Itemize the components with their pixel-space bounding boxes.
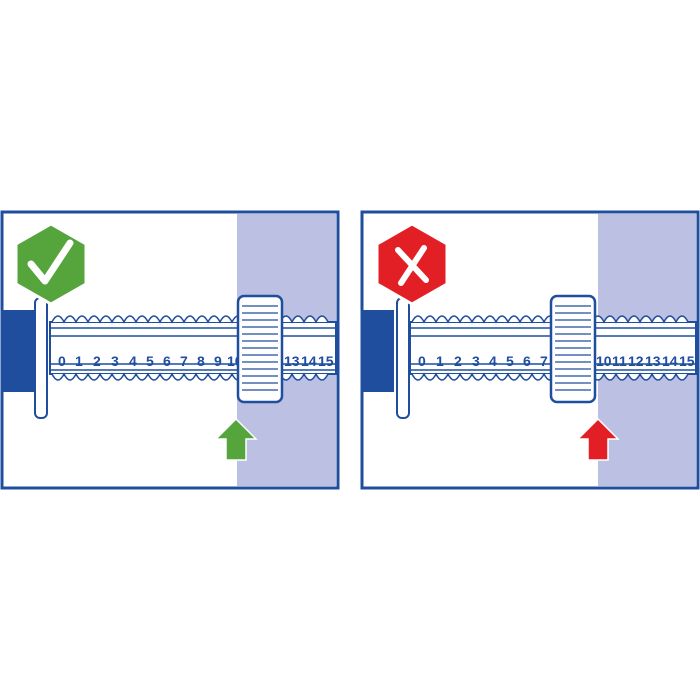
scale-strip — [49, 315, 337, 381]
scale-number: 10 — [596, 353, 612, 369]
up-arrow-icon — [214, 417, 258, 461]
mounting-block — [2, 310, 34, 392]
scale-number: 4 — [129, 353, 137, 369]
scale-number: 0 — [58, 353, 66, 369]
checkmark-icon — [27, 239, 74, 285]
scale-number: 0 — [418, 353, 426, 369]
incorrect-badge — [375, 222, 449, 306]
scale-number: 5 — [146, 353, 154, 369]
scale-number: 8 — [197, 353, 205, 369]
scale-number: 1 — [436, 353, 444, 369]
scale-number: 1 — [75, 353, 83, 369]
scale-number: 4 — [489, 353, 497, 369]
scale-number: 11 — [612, 353, 627, 369]
scale-number: 14 — [662, 353, 678, 369]
strip-top-teeth — [51, 315, 329, 324]
scale-number: 2 — [454, 353, 462, 369]
strip-lines — [50, 327, 336, 371]
mounting-block — [362, 310, 394, 392]
correct-badge — [14, 222, 88, 306]
scale-number: 3 — [472, 353, 480, 369]
panel-correct: 0 1 2 3 4 5 6 7 8 9 10 13 14 15 — [0, 210, 340, 490]
strip-bottom-teeth — [51, 372, 329, 381]
adjustment-sleeve — [236, 294, 284, 404]
scale-number: 7 — [540, 353, 548, 369]
up-arrow-icon — [576, 417, 620, 461]
scale-number: 12 — [628, 353, 644, 369]
scale-number: 6 — [163, 353, 171, 369]
scale-number: 15 — [318, 353, 334, 369]
panel-incorrect: 0 1 2 3 4 5 6 7 10 11 12 13 14 15 — [360, 210, 700, 490]
scale-number: 15 — [679, 353, 695, 369]
scale-number: 6 — [523, 353, 531, 369]
scale-number: 14 — [301, 353, 317, 369]
scale-number: 13 — [645, 353, 661, 369]
signpost-pole — [396, 297, 410, 419]
scale-number: 7 — [180, 353, 188, 369]
scale-number: 2 — [93, 353, 101, 369]
panel-border — [360, 210, 700, 490]
scale-number: 13 — [284, 353, 300, 369]
scale-numbers: 0 1 2 3 4 5 6 7 10 11 12 13 14 15 — [418, 353, 695, 369]
cross-icon — [395, 245, 429, 286]
scale-number: 3 — [111, 353, 119, 369]
scale-number: 5 — [506, 353, 514, 369]
adjustment-sleeve — [549, 294, 597, 404]
scale-number: 9 — [214, 353, 222, 369]
panel-border — [0, 210, 340, 490]
signpost-pole — [34, 297, 48, 419]
